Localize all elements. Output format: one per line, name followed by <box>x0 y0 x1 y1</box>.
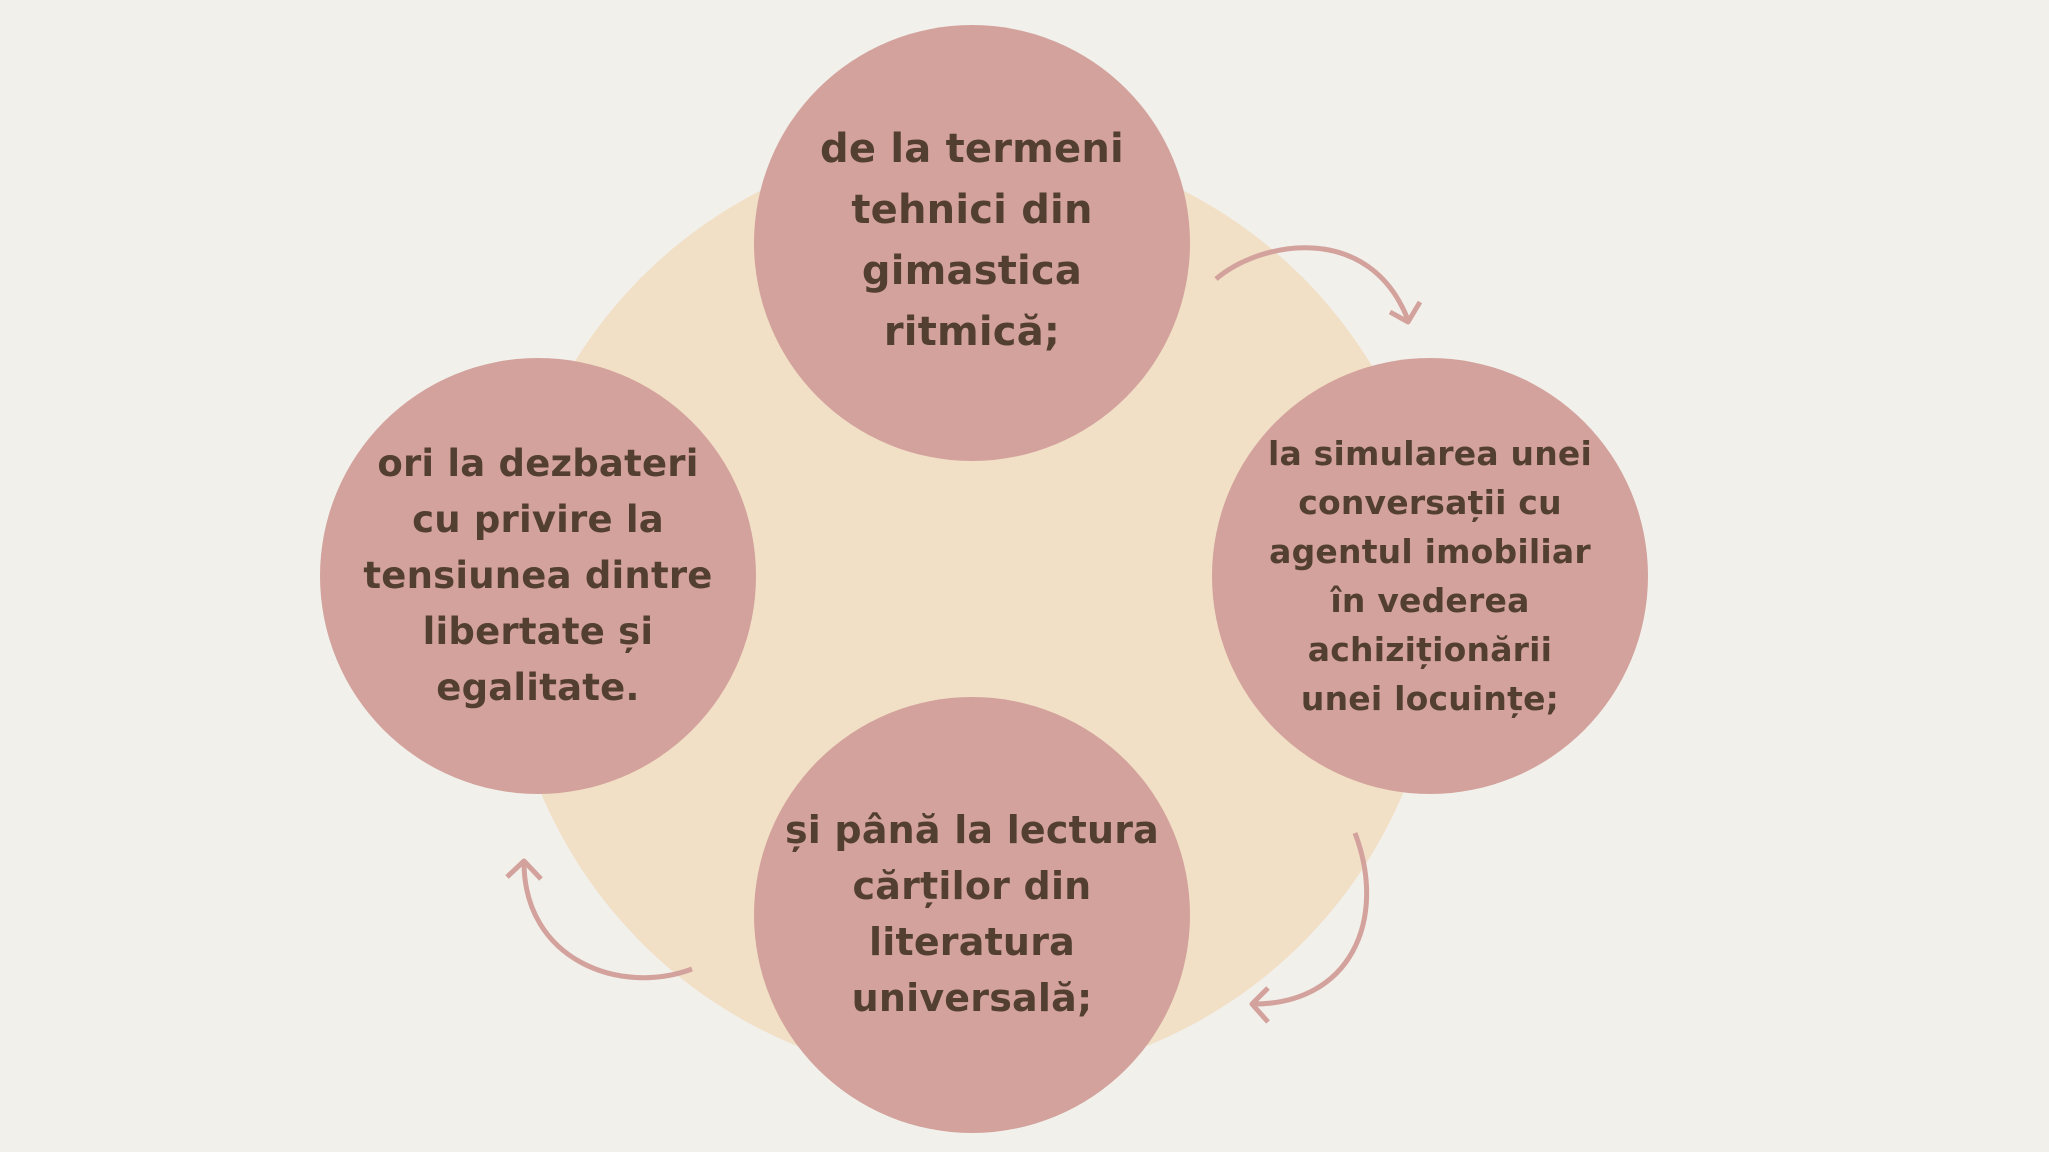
cycle-node-bottom: și până la lectura cărților din literatu… <box>754 697 1190 1133</box>
cycle-node-right: la simularea unei conversații cu agentul… <box>1212 358 1648 794</box>
curved-arrow-icon <box>1249 832 1370 1024</box>
curved-arrow-icon <box>505 858 693 981</box>
cycle-node-top: de la termeni tehnici din gimastica ritm… <box>754 25 1190 461</box>
node-text-bottom: și până la lectura cărților din literatu… <box>784 808 1160 1020</box>
node-text-left: ori la dezbateri cu privire la tensiunea… <box>363 442 713 709</box>
cycle-node-left: ori la dezbateri cu privire la tensiunea… <box>320 358 756 794</box>
node-text-right: la simularea unei conversații cu agentul… <box>1268 434 1592 718</box>
curved-arrow-icon <box>1214 245 1423 325</box>
node-text-top: de la termeni tehnici din gimastica ritm… <box>820 126 1124 355</box>
